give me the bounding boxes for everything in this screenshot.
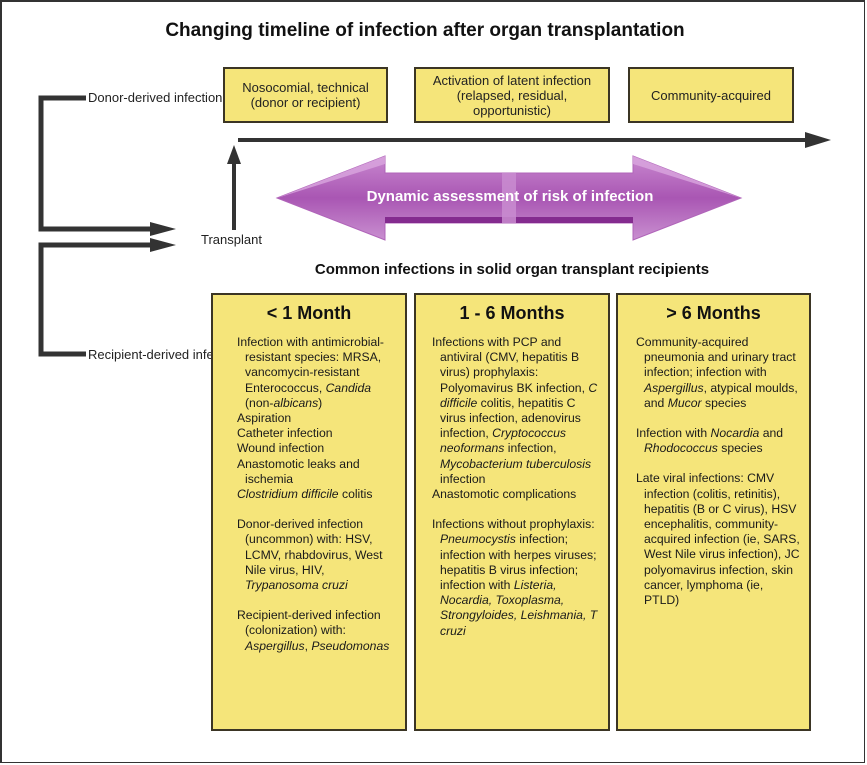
phase-box-community: Community-acquired [628, 67, 794, 123]
column-heading: 1 - 6 Months [459, 303, 565, 323]
column-items: Community-acquired pneumonia and urinary… [618, 335, 809, 608]
infection-item: Anastomotic complications [432, 487, 577, 502]
phase-label: Community-acquired [651, 87, 771, 103]
recipient-bracket-line [38, 242, 150, 357]
column-heading: < 1 Month [266, 303, 352, 323]
column-1-to-6-months: 1 - 6 Months Infections with PCP and ant… [414, 293, 610, 731]
risk-arrow-highlight-left [277, 156, 385, 198]
transplant-label: Transplant [201, 232, 262, 247]
donor-bracket-line [38, 95, 150, 232]
infection-item: Aspiration [237, 411, 292, 426]
donor-arrow-head [150, 222, 176, 236]
column-items: Infections with PCP and antiviral (CMV, … [416, 335, 608, 639]
risk-arrow-center-joint [502, 173, 516, 223]
donor-derived-label: Donor-derived infection [88, 90, 223, 105]
infection-item: Catheter infection [237, 426, 333, 441]
column-items: Infection with antimicrobial-resistant s… [213, 335, 405, 654]
infection-item: Late viral infections: CMV infection (co… [636, 471, 800, 608]
infection-item: Wound infection [237, 441, 325, 456]
infection-item: Infections with PCP and antiviral (CMV, … [432, 335, 598, 486]
infection-item: Infection with Nocardia and Rhodococcus … [636, 426, 784, 456]
figure-title: Changing timeline of infection after org… [165, 20, 685, 41]
infection-item: Infection with antimicrobial-resistant s… [237, 335, 384, 410]
timeline-arrow-head [805, 132, 831, 148]
risk-arrow-highlight-right [633, 156, 741, 198]
infection-item: Community-acquired pneumonia and urinary… [636, 335, 798, 410]
phase-label: Nosocomial, technical (donor or recipien… [242, 80, 369, 110]
phase-box-nosocomial: Nosocomial, technical (donor or recipien… [223, 67, 388, 123]
transplant-up-arrow-head [227, 145, 241, 164]
recipient-derived-label: Recipient-derived infection [88, 347, 242, 362]
infection-item: Clostridium difficile colitis [237, 487, 373, 502]
infections-subtitle: Common infections in solid organ transpl… [314, 261, 710, 278]
infection-item: Donor-derived infection (uncommon) with:… [237, 517, 383, 593]
risk-arrow-label: Dynamic assessment of risk of infection [366, 188, 654, 205]
infection-item: Anastomotic leaks and ischemia [237, 456, 360, 486]
column-under-1-month: < 1 Month Infection with antimicrobial-r… [211, 293, 407, 731]
recipient-arrow-head [150, 238, 176, 252]
column-heading: > 6 Months [666, 303, 761, 323]
phase-box-latent: Activation of latent infection (relapsed… [414, 67, 610, 123]
phase-label: Activation of latent infection (relapsed… [432, 72, 592, 118]
column-over-6-months: > 6 Months Community-acquired pneumonia … [616, 293, 811, 731]
infection-item: Infections without prophylaxis: Pneumocy… [432, 517, 598, 638]
infection-item: Recipient-derived infection (colonizatio… [237, 608, 390, 653]
